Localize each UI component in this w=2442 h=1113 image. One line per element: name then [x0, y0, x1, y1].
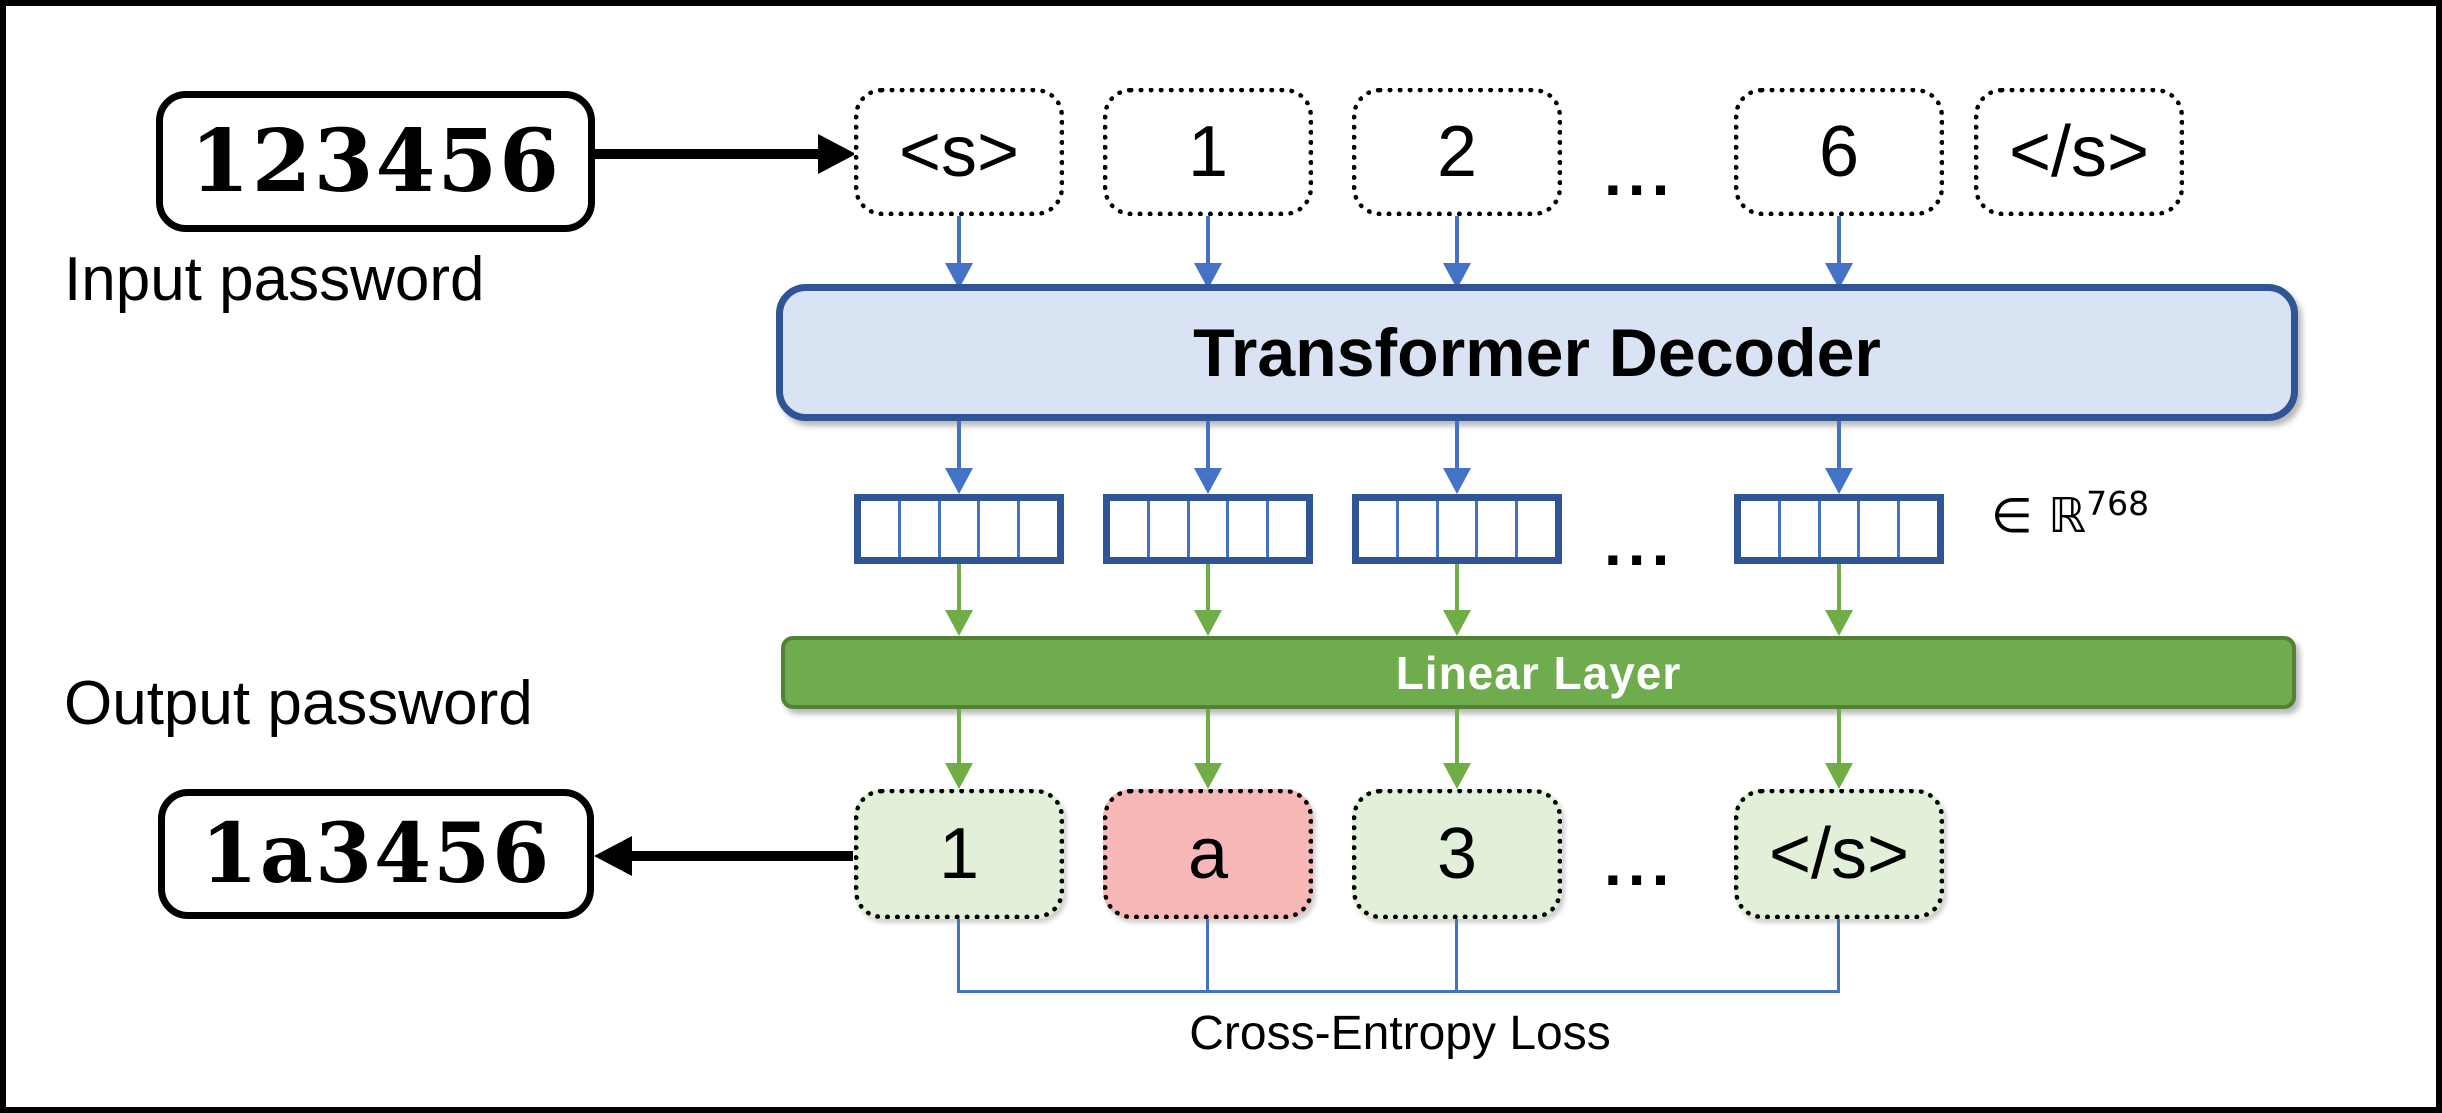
input-password-box: 123456: [156, 91, 595, 232]
green-down-arrow-icon: [945, 564, 973, 636]
token-eos: </s>: [1974, 88, 2184, 216]
loss-bracket-line: [1206, 919, 1209, 993]
output-row-ellipsis: ...: [1604, 827, 1676, 899]
token-1: 1: [1103, 88, 1313, 216]
input-arrow-line: [595, 149, 820, 159]
green-down-arrow-icon: [1443, 709, 1471, 789]
top-row-ellipsis: ...: [1604, 137, 1676, 209]
token-2: 2: [1352, 88, 1562, 216]
dimension-exponent: 768: [2086, 484, 2150, 523]
transformer-decoder-label: Transformer Decoder: [1193, 314, 1881, 391]
blue-down-arrow-icon: [1443, 216, 1471, 289]
cross-entropy-loss-label: Cross-Entropy Loss: [1189, 1007, 1611, 1060]
token-bos: <s>: [854, 88, 1064, 216]
output-arrow-line: [630, 851, 853, 861]
green-down-arrow-icon: [1194, 709, 1222, 789]
input-password-label: Input password: [64, 245, 485, 314]
token-2-label: 2: [1436, 112, 1478, 192]
token-6: 6: [1734, 88, 1944, 216]
blue-down-arrow-icon: [1194, 216, 1222, 289]
output-password-box: 1a3456: [158, 789, 594, 919]
linear-layer-block: Linear Layer: [781, 636, 2296, 709]
green-down-arrow-icon: [1443, 564, 1471, 636]
green-down-arrow-icon: [1194, 564, 1222, 636]
blue-down-arrow-icon: [945, 421, 973, 494]
loss-bracket-line: [957, 919, 960, 993]
dimension-prefix: ∈ ℝ: [1991, 488, 2087, 544]
blue-down-arrow-icon: [1194, 421, 1222, 494]
embedding-vector: [1734, 494, 1944, 564]
loss-bracket-bar: [957, 990, 1840, 993]
blue-down-arrow-icon: [1443, 421, 1471, 494]
loss-bracket-line: [1455, 919, 1458, 993]
loss-bracket-line: [1837, 919, 1840, 993]
green-down-arrow-icon: [945, 709, 973, 789]
output-token-a: a: [1103, 789, 1313, 919]
transformer-decoder-block: Transformer Decoder: [776, 284, 2298, 421]
output-token-eos-label: </s>: [1768, 814, 1910, 894]
token-eos-label: </s>: [2008, 112, 2150, 192]
green-down-arrow-icon: [1825, 564, 1853, 636]
output-token-1-label: 1: [938, 814, 980, 894]
token-1-label: 1: [1187, 112, 1229, 192]
token-bos-label: <s>: [898, 112, 1020, 192]
vector-row-ellipsis: ...: [1604, 507, 1676, 579]
output-token-3-label: 3: [1436, 814, 1478, 894]
embedding-vector: [1352, 494, 1562, 564]
blue-down-arrow-icon: [1825, 421, 1853, 494]
linear-layer-label: Linear Layer: [1395, 646, 1682, 699]
input-arrow-head-icon: [818, 134, 856, 174]
output-token-a-label: a: [1187, 814, 1229, 894]
output-token-1: 1: [854, 789, 1064, 919]
output-token-eos: </s>: [1734, 789, 1944, 919]
blue-down-arrow-icon: [945, 216, 973, 289]
output-arrow-head-icon: [594, 836, 632, 876]
output-password-label: Output password: [64, 669, 533, 738]
output-password-value: 1a3456: [200, 806, 552, 902]
embedding-vector: [1103, 494, 1313, 564]
token-6-label: 6: [1818, 112, 1860, 192]
green-down-arrow-icon: [1825, 709, 1853, 789]
input-password-value: 123456: [189, 111, 562, 212]
blue-down-arrow-icon: [1825, 216, 1853, 289]
embedding-dimension-note: ∈ ℝ768: [1991, 484, 2149, 544]
embedding-vector: [854, 494, 1064, 564]
output-token-3: 3: [1352, 789, 1562, 919]
